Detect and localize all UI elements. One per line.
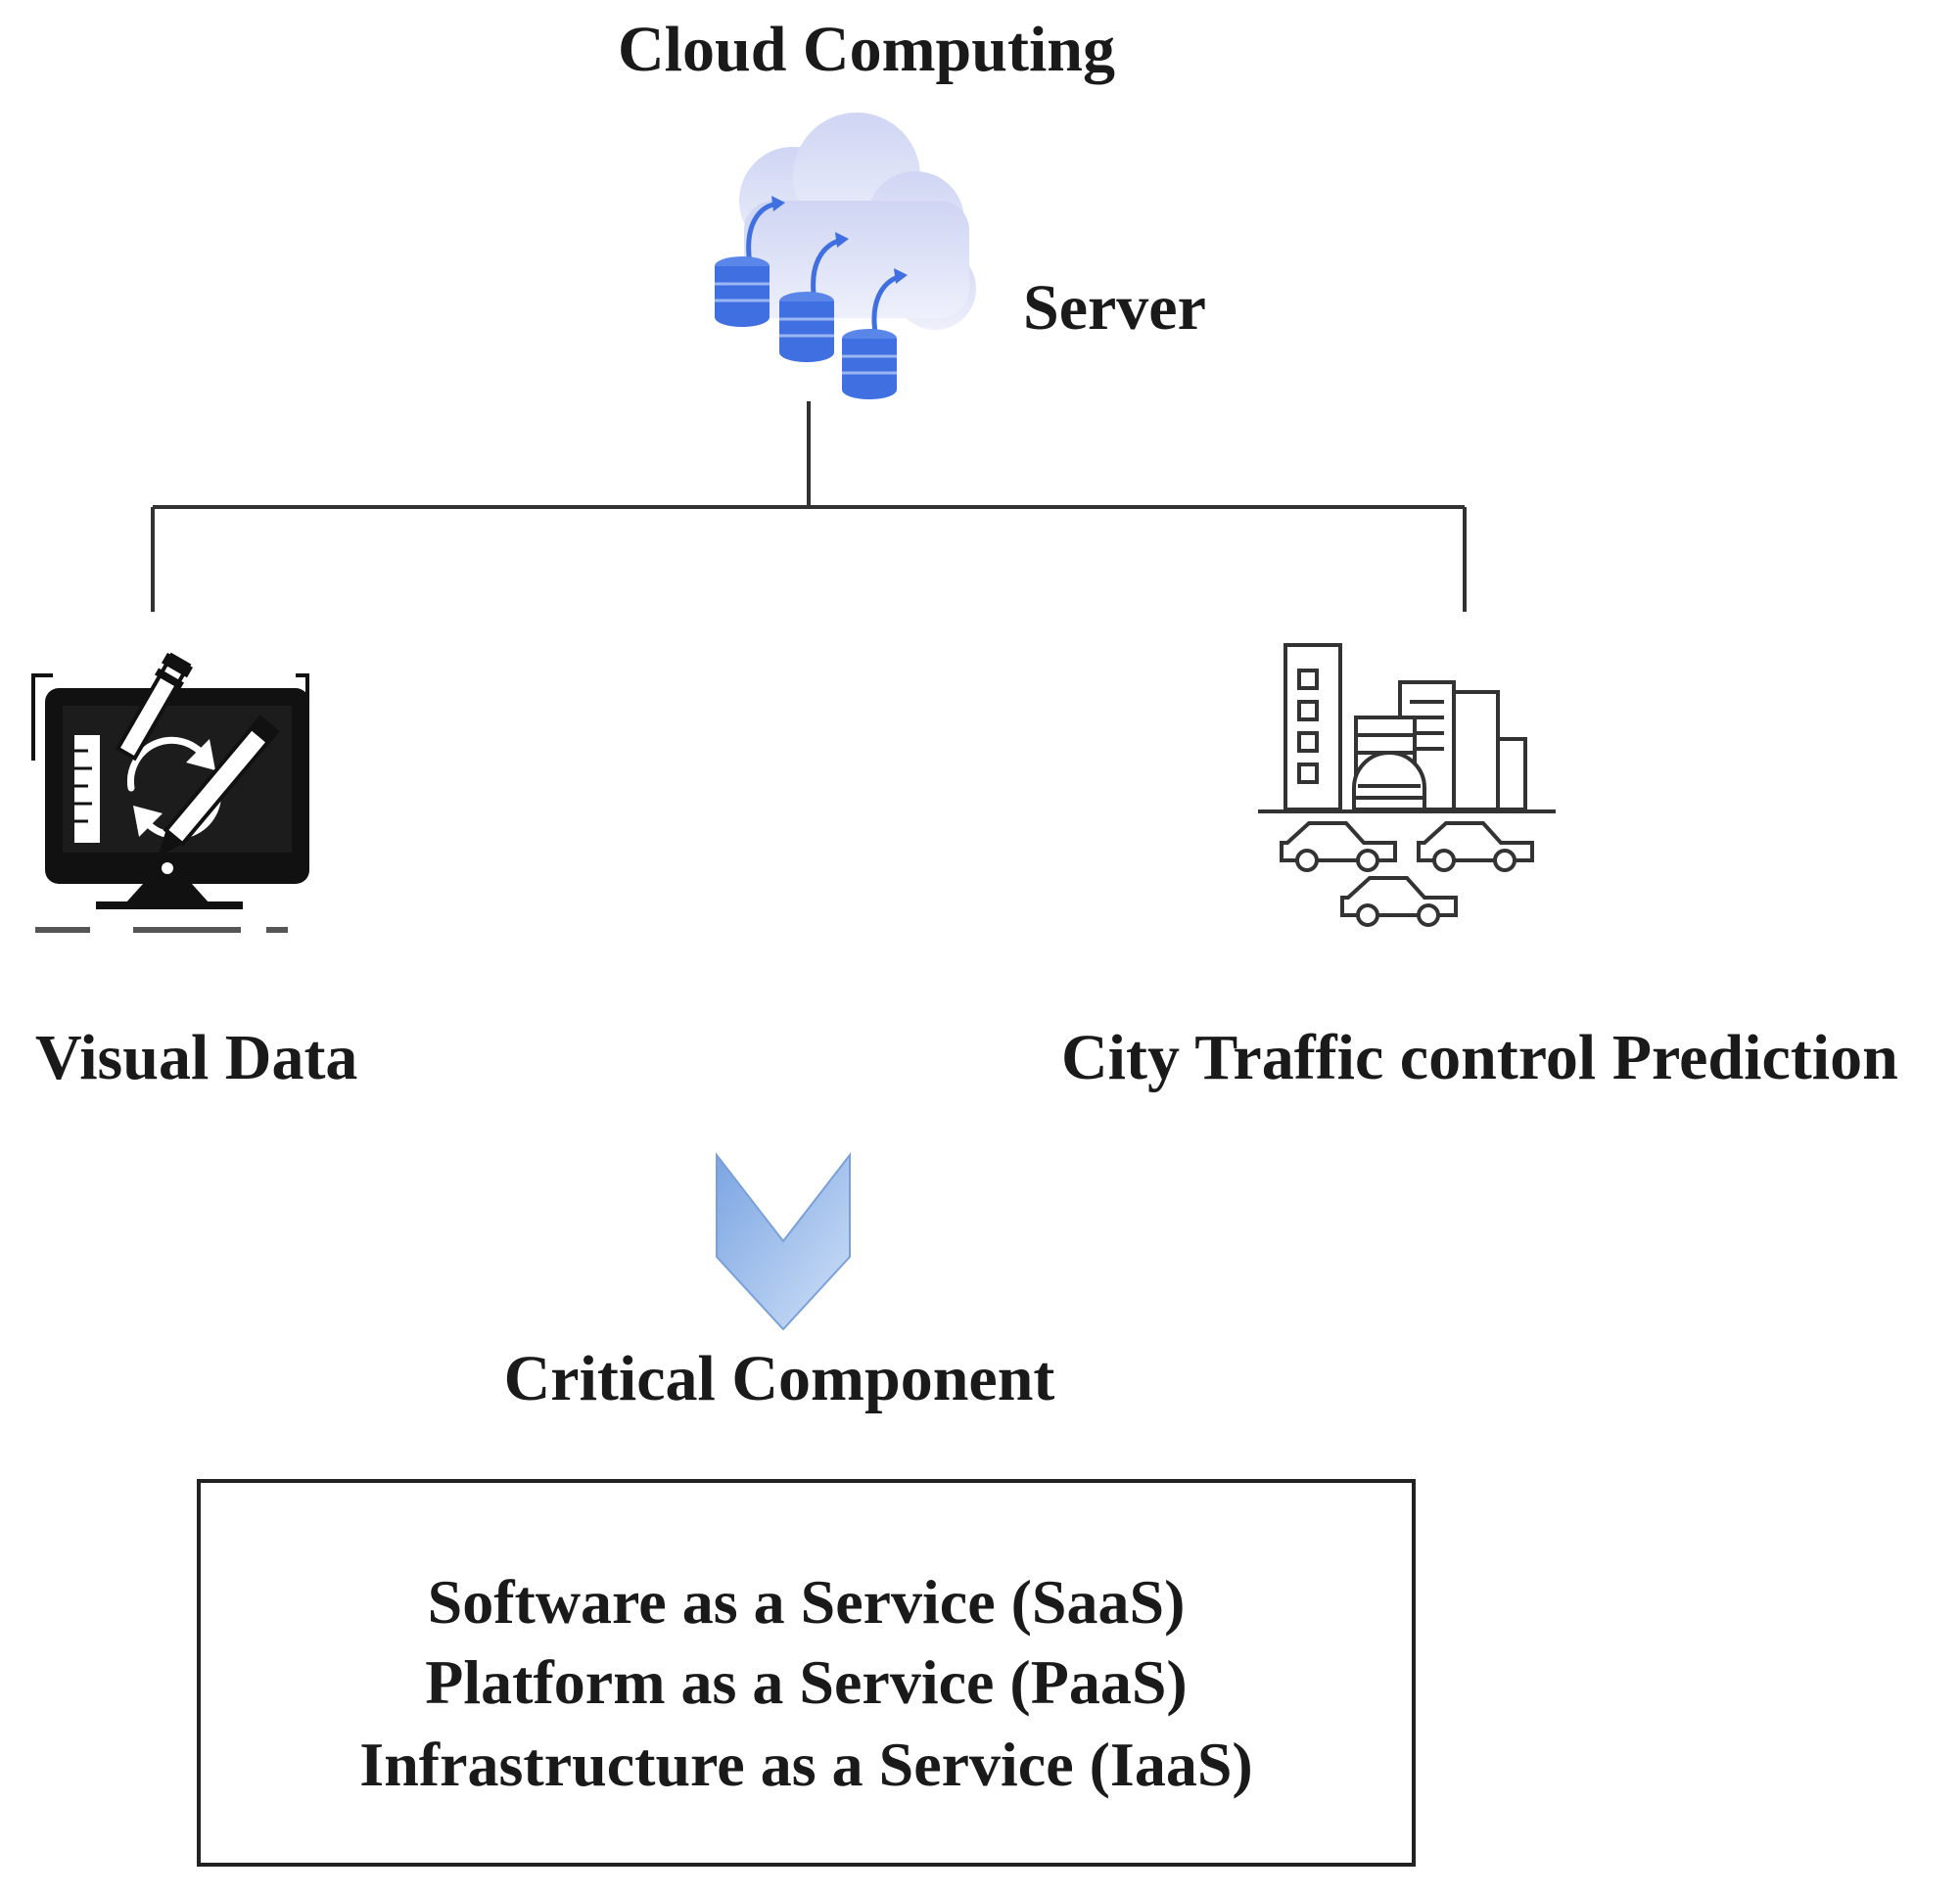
service-paas: Platform as a Service (PaaS): [425, 1647, 1188, 1717]
diagram-title: Cloud Computing: [618, 14, 1115, 85]
server-label: Server: [1023, 272, 1206, 344]
chevron-down-icon: [716, 1152, 851, 1331]
visual-data-label: Visual Data: [35, 1022, 358, 1093]
monitor-design-icon: [31, 652, 309, 933]
cloud-database-icon: [715, 113, 976, 399]
city-traffic-icon: [1258, 643, 1556, 927]
critical-component-label: Critical Component: [503, 1343, 1055, 1414]
car-1: [1280, 821, 1397, 872]
database-stack-2: [779, 292, 834, 362]
database-stack-3: [842, 329, 897, 399]
service-saas: Software as a Service (SaaS): [427, 1567, 1186, 1637]
services-box: Software as a Service (SaaS) Platform as…: [197, 1479, 1416, 1867]
city-traffic-label: City Traffic control Prediction: [1061, 1022, 1898, 1093]
service-iaas: Infrastructure as a Service (IaaS): [359, 1730, 1253, 1799]
connector-lines: [151, 401, 1467, 612]
database-stack-1: [715, 256, 770, 327]
car-2: [1417, 821, 1534, 872]
car-3: [1340, 876, 1458, 927]
cloud-shape: [739, 113, 976, 330]
